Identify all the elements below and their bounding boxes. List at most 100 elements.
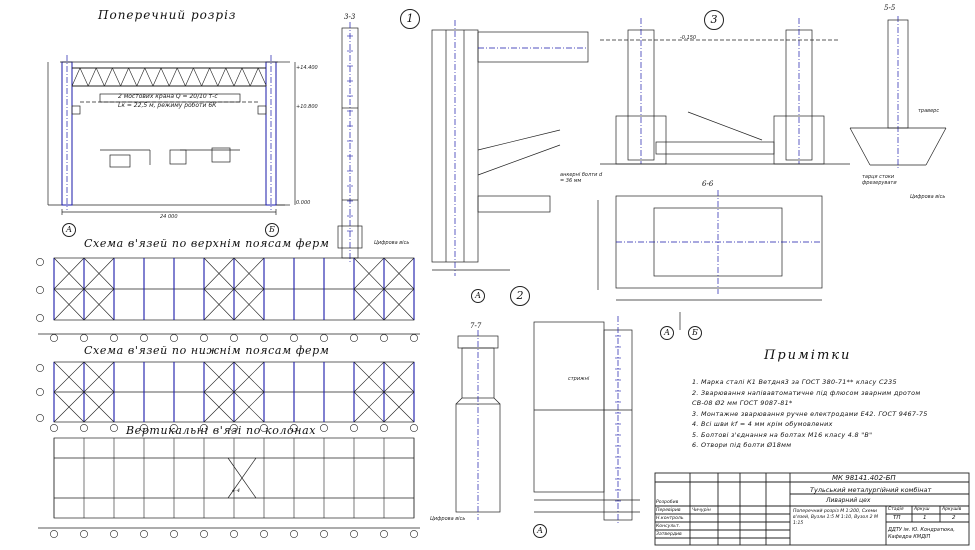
cross-brace: [53, 391, 85, 423]
truss-diagonal: [257, 67, 267, 87]
axis-bubble: [410, 424, 418, 432]
cross-brace: [353, 361, 385, 393]
cross-brace: [353, 288, 385, 321]
axis-bubble: [350, 424, 358, 432]
axis-a-marker-node2: А: [533, 524, 547, 538]
axis-bubble: [290, 424, 298, 432]
truss-diagonal: [71, 67, 81, 87]
truss-diagonal: [104, 67, 113, 87]
axis-bubble: [380, 424, 388, 432]
node-1-marker: 1: [400, 9, 420, 29]
crane-text-2: Lк = 22,5 м, режиму роботи 6К: [118, 102, 217, 109]
axis-bubble: [36, 286, 44, 294]
note-line: 4. Всі шви kf = 4 мм крім обумовлених: [692, 420, 833, 428]
axis-b-marker-66: Б: [688, 326, 702, 340]
sheet-value: 1: [923, 515, 927, 521]
traverse-callout: траверс: [918, 108, 940, 114]
axis-bubble: [110, 334, 118, 342]
axis-bubble: [36, 414, 44, 422]
sheets-value: 2: [952, 515, 956, 521]
axis-bubble: [350, 334, 358, 342]
crane-text-1: 2 мостових крана Q = 20/10 т-с: [118, 93, 218, 100]
axis-a-marker-node1: А: [471, 289, 485, 303]
axis-bubble: [80, 424, 88, 432]
traverse-tie-callout: тарця стоки фрезерувати: [862, 174, 897, 186]
anchor-bolts-callout: анкерні болти d = 36 мм: [560, 172, 603, 184]
truss-diagonal: [193, 67, 202, 87]
cross-brace: [203, 361, 235, 393]
axis-bubble: [140, 424, 148, 432]
cross-brace: [83, 288, 115, 321]
axis-bubble: [50, 424, 58, 432]
axis-bubble: [350, 530, 358, 538]
cross-brace: [203, 288, 235, 321]
truss-diagonal: [152, 67, 162, 87]
title-block-frame: [654, 472, 970, 546]
truss-diagonal: [233, 67, 243, 87]
stamp-role: Затвердив: [656, 532, 682, 537]
stamp-role-name: Чичурін: [692, 508, 711, 513]
cross-brace: [383, 257, 415, 290]
section-7-7: [455, 330, 501, 520]
cross-brace: [353, 257, 385, 290]
cross-brace: [53, 257, 85, 290]
top-chord-title: Схема в'язей по верхнім поясам ферм: [84, 237, 330, 250]
cross-brace: [53, 361, 85, 393]
axis-a-marker: А: [62, 223, 76, 237]
span-dimension: 24 000: [160, 214, 178, 220]
note-line: 6. Отвори під болти Ø18мм: [692, 441, 792, 449]
axis-bubble: [36, 388, 44, 396]
axis-bubble: [36, 314, 44, 322]
cross-brace: [383, 391, 415, 423]
axis-bubble: [36, 364, 44, 372]
axis-bubble: [170, 424, 178, 432]
vertical-bracing: [38, 437, 420, 529]
section-3-3: [337, 22, 363, 262]
digital-mark-callout-1: Цифрова вісь: [374, 240, 410, 246]
node-2-marker: 2: [510, 286, 530, 306]
cross-brace: [203, 257, 235, 290]
section-4-4-label: 4-4: [232, 488, 241, 494]
truss-diagonal: [185, 67, 194, 87]
cross-brace: [353, 391, 385, 423]
sheet-description: Поперечний розріз М 1:200, Схеми в'язей,…: [793, 509, 878, 526]
cross-brace: [233, 361, 265, 393]
organization-name: Тульський металургійний комбінат: [810, 486, 932, 494]
axis-bubble: [200, 530, 208, 538]
axis-bubble: [410, 334, 418, 342]
elevation-mid: +10.800: [296, 104, 318, 110]
drawing-code: МК 98141.402-БП: [832, 474, 896, 482]
cross-brace: [83, 257, 115, 290]
stamp-role: Консульт.: [656, 524, 681, 529]
section-6-6: [597, 190, 823, 330]
sheets-header: Аркушів: [942, 507, 962, 512]
stamp-role: Перевірив: [656, 508, 681, 513]
truss-diagonal: [120, 67, 129, 87]
university-name: ДДТУ ім. Ю. Кондратюка, Кафедра КМДІП: [888, 527, 955, 540]
truss-diagonal: [112, 67, 121, 87]
digital-mark-callout-2: Цифрова вісь: [910, 194, 946, 200]
node-3: [600, 18, 850, 165]
axis-bubble: [170, 530, 178, 538]
truss-diagonal: [128, 67, 138, 87]
axis-bubble: [320, 334, 328, 342]
axis-bubble: [80, 334, 88, 342]
cross-brace: [383, 288, 415, 321]
cross-brace: [233, 257, 265, 290]
truss-diagonal: [136, 67, 146, 87]
axis-bubble: [200, 424, 208, 432]
elevation-neg: -0.150: [680, 35, 697, 41]
elevation-low: 0.000: [296, 200, 311, 206]
axis-bubble: [260, 530, 268, 538]
cross-section-title: Поперечний розріз: [98, 8, 237, 22]
stringers-callout: стрижні: [568, 376, 590, 382]
object-name: Ливарний цех: [826, 497, 871, 504]
axis-bubble: [80, 530, 88, 538]
truss-diagonal: [168, 67, 178, 87]
axis-bubble: [290, 334, 298, 342]
sheet-header: Аркуш: [914, 507, 930, 512]
stage-header: Стадія: [888, 507, 904, 512]
note-line: 1. Марка сталі К1 Ветдня3 за ГОСТ 380-71…: [692, 378, 897, 386]
cross-brace: [203, 391, 235, 423]
